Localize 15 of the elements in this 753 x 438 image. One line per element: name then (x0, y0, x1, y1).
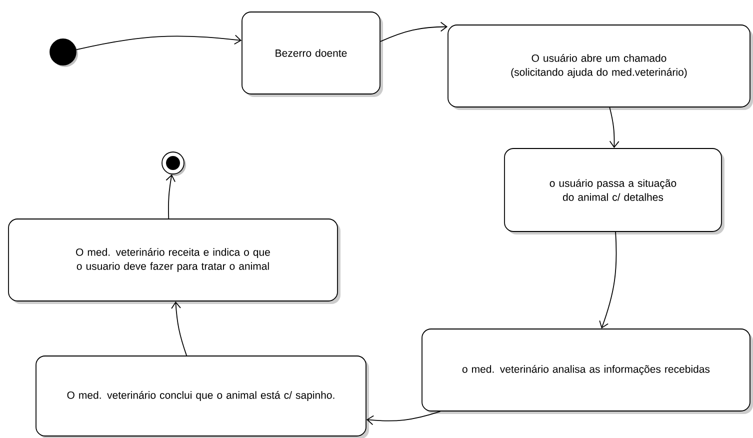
arrow (166, 174, 176, 219)
state-box: Bezerro doente (242, 12, 383, 97)
state-box: o med. veterinário analisa as informações recebidas (422, 328, 753, 414)
start-circle (50, 38, 78, 67)
end-circle (162, 152, 186, 176)
arrow (366, 411, 441, 426)
state-box: O usuário abre um chamado (solicitando ajuda do med.veterinário) (448, 24, 753, 110)
state-box: O med. veterinário receita e indica o que o usuario deve fazer para tratar o animal (8, 218, 340, 304)
arrow (171, 301, 188, 356)
arrow (599, 232, 617, 329)
arrow (609, 107, 620, 148)
state-box: o usuário passa a situação do animal c/ detalhes (504, 148, 724, 234)
state-box: O med. veterinário conclui que o animal está c/ sapinho. (36, 356, 369, 438)
arrow (380, 22, 448, 42)
arrow (76, 34, 242, 50)
